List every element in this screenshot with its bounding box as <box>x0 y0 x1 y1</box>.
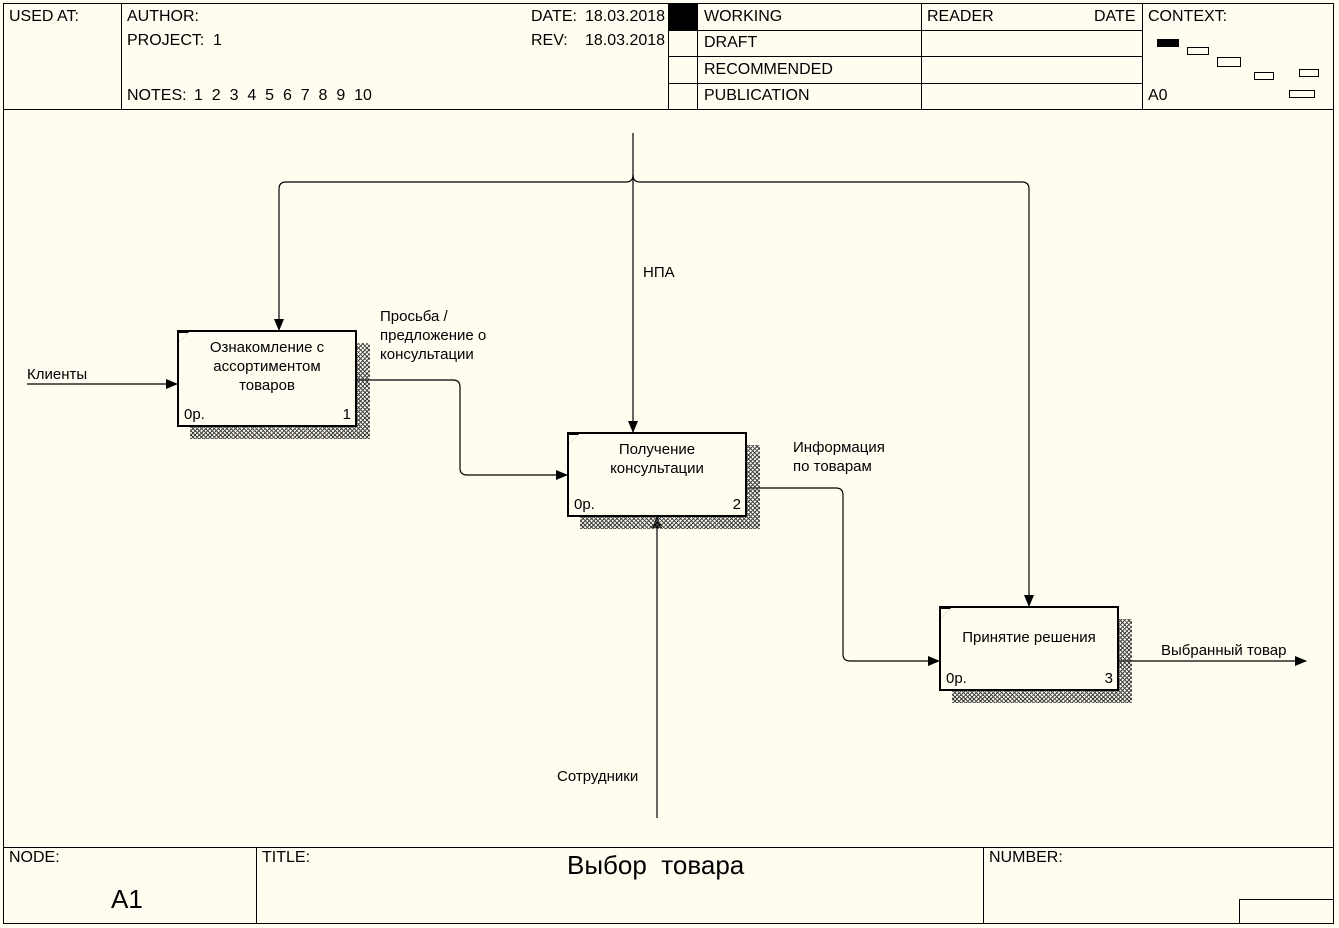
status-working: WORKING <box>704 8 783 25</box>
arrow-npa-right <box>632 174 1034 607</box>
context-node: A0 <box>1148 87 1168 104</box>
activity-3-name: Принятие решения <box>962 629 1096 646</box>
label-request: Просьба / предложение о консультации <box>380 308 487 363</box>
activity-3-number: 3 <box>1104 670 1113 687</box>
notes-numbers: 1 2 3 4 5 6 7 8 9 10 <box>194 87 372 104</box>
rev-label: REV: <box>531 32 568 49</box>
label-staff: Сотрудники <box>557 768 639 785</box>
label-info: Информация по товарам <box>793 439 885 475</box>
activity-1-cost: 0р. <box>184 406 205 423</box>
footer-frame <box>3 847 1334 924</box>
title-label: TITLE: <box>262 849 311 866</box>
node-label: NODE: <box>9 849 60 866</box>
activity-1-number: 1 <box>342 406 351 423</box>
rev-value: 18.03.2018 <box>585 32 666 49</box>
activity-2-name: Получение консультации <box>610 441 704 477</box>
arrow-npa-trunk <box>274 133 634 331</box>
page-title: Выбор товара <box>567 850 745 880</box>
context-label: CONTEXT: <box>1148 8 1228 25</box>
activity-box-3[interactable]: Принятие решения 0р. 3 <box>939 606 1119 691</box>
activity-3-cost: 0р. <box>946 670 967 687</box>
activity-1-name: Ознакомление с ассортиментом товаров <box>209 339 325 394</box>
label-clients: Клиенты <box>27 366 88 383</box>
status-publication: PUBLICATION <box>704 87 810 104</box>
node-value: A1 <box>111 884 143 914</box>
notes-label: NOTES: <box>127 87 187 104</box>
reader-label: READER <box>927 8 994 25</box>
label-chosen: Выбранный товар <box>1161 642 1287 659</box>
status-recommended: RECOMMENDED <box>704 61 833 78</box>
number-label: NUMBER: <box>989 849 1063 866</box>
activity-2-number: 2 <box>732 496 741 513</box>
arrow-info <box>746 487 940 666</box>
arrow-request <box>356 379 568 480</box>
label-npa: НПА <box>643 264 675 281</box>
reader-date-label: DATE <box>1094 8 1136 25</box>
author-label: AUTHOR: <box>127 8 199 25</box>
project-value: 1 <box>213 32 222 49</box>
project-label: PROJECT: <box>127 32 205 49</box>
status-draft: DRAFT <box>704 34 758 51</box>
activity-box-1[interactable]: Ознакомление с ассортиментом товаров 0р.… <box>177 330 357 427</box>
date-value: 18.03.2018 <box>585 8 666 25</box>
activity-box-2[interactable]: Получение консультации 0р. 2 <box>567 432 747 517</box>
used-at-label: USED AT: <box>9 8 79 25</box>
activity-2-cost: 0р. <box>574 496 595 513</box>
working-status-marker <box>669 4 697 30</box>
date-label: DATE: <box>531 8 577 25</box>
number-cell <box>1239 899 1334 924</box>
